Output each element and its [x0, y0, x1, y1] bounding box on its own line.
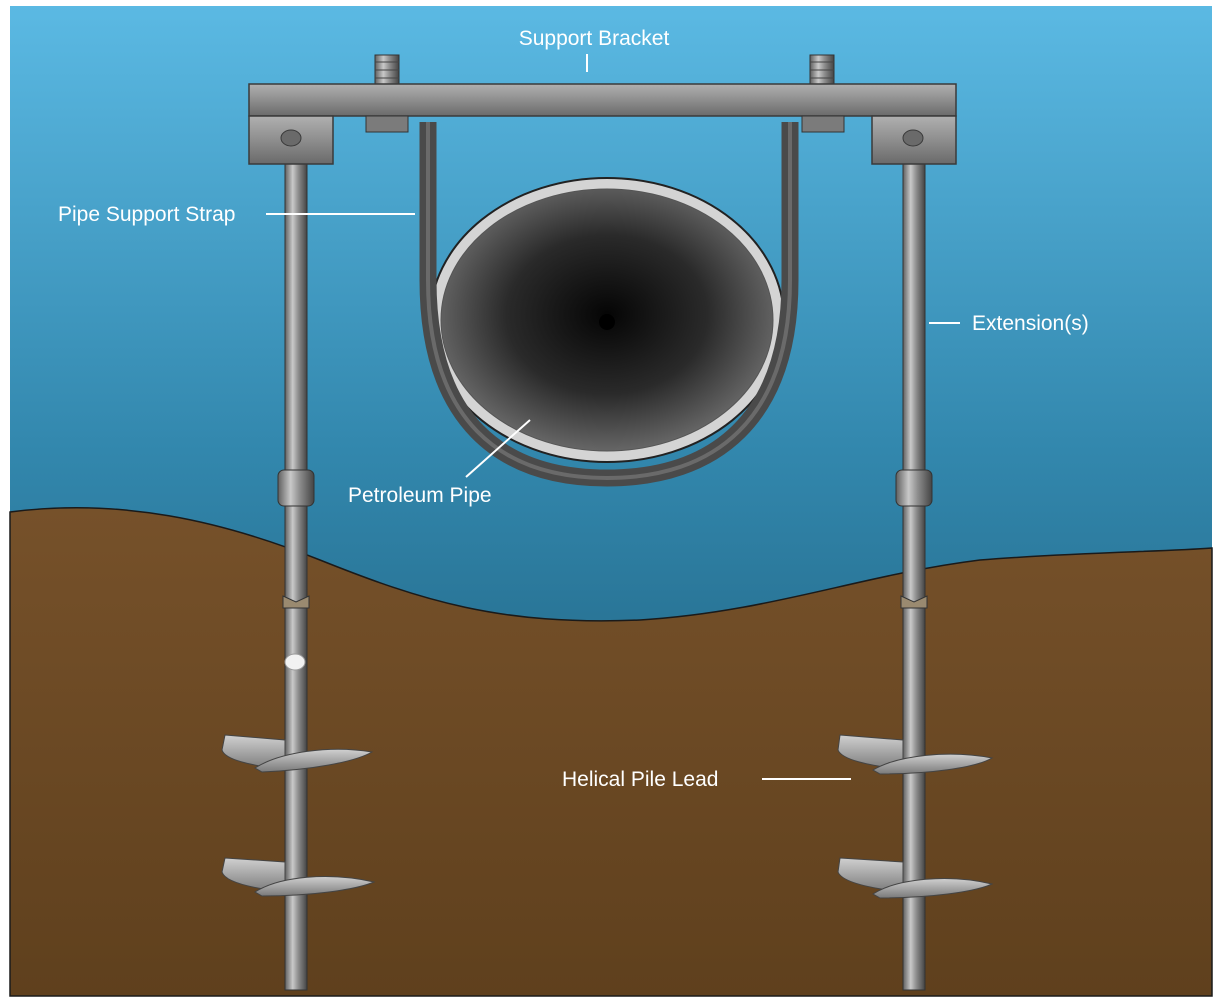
right-pile-break: [900, 595, 928, 609]
pipe-center: [599, 314, 615, 330]
support-bracket: [248, 54, 957, 165]
label-helical-pile-lead: Helical Pile Lead: [562, 768, 718, 791]
pipe-support-strap-highlight: [426, 122, 792, 481]
label-pipe-support-strap: Pipe Support Strap: [58, 203, 235, 226]
right-strap-nut: [801, 115, 845, 133]
right-helix-lower-front: [872, 878, 994, 899]
left-helix-lower-front: [254, 876, 376, 897]
bracket-beam: [248, 83, 957, 117]
label-petroleum-pipe: Petroleum Pipe: [348, 484, 492, 507]
left-pile-shaft: [284, 159, 308, 991]
left-helix-upper-front: [254, 748, 374, 773]
petroleum-pipe: [429, 177, 785, 463]
petroleum-pipe-leader: [465, 419, 531, 478]
right-bracket-bolt: [902, 129, 924, 147]
right-extension-coupler: [895, 469, 933, 507]
left-pile-break: [282, 595, 310, 609]
left-helical-pile: [221, 159, 376, 991]
right-pile-shaft: [902, 159, 926, 991]
left-extension-coupler: [277, 469, 315, 507]
left-bracket-bolt: [280, 129, 302, 147]
label-support-bracket: Support Bracket: [519, 27, 670, 50]
left-bolt-head: [284, 653, 306, 671]
left-strap-nut: [365, 115, 409, 133]
right-helix-upper-front: [872, 753, 994, 775]
label-extensions: Extension(s): [972, 312, 1089, 335]
